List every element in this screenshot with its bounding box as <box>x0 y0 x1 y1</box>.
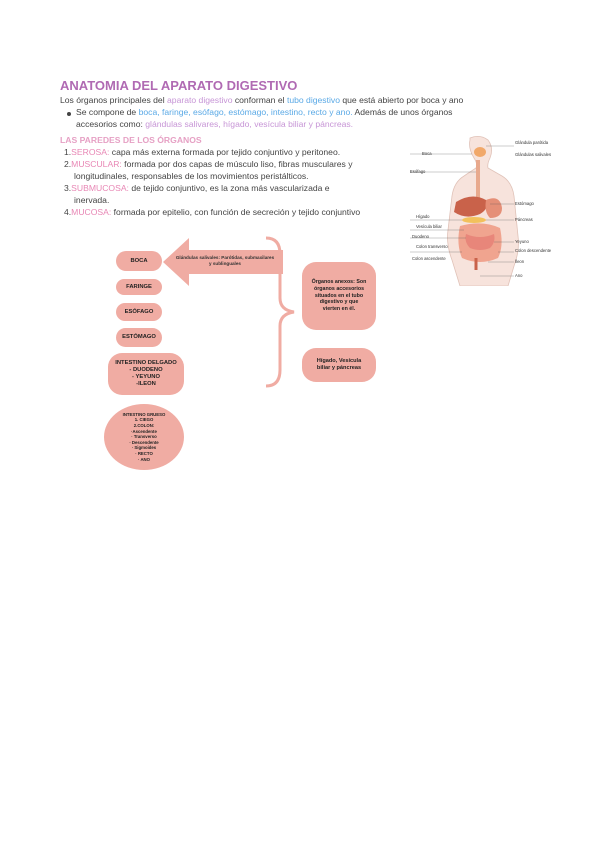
node-organos-anexos: Órganos anexos: Son órganos accesorios s… <box>302 262 376 330</box>
item-number: 1. <box>64 147 72 157</box>
bullet-text: accesorios como: <box>76 119 146 129</box>
label-colon-transverso: Colon transverso <box>416 244 448 249</box>
intestino-delgado-item: - DUODENO <box>129 367 163 373</box>
body-silhouette-icon <box>410 136 519 287</box>
intestino-grueso-item: · Descendente <box>129 439 159 445</box>
label-esofago: Esófago <box>410 169 426 174</box>
intro-highlight-tubo: tubo digestivo <box>286 95 340 105</box>
intro-text: que está abierto por boca y ano <box>339 95 464 105</box>
label-ileon: Íleon <box>515 259 525 264</box>
label-pancreas: Páncreas <box>515 217 533 222</box>
arrow-salivales-text: Glándulas salivales: Parótidas, submaxil… <box>175 255 275 266</box>
intestino-grueso-item: · ANO <box>137 456 150 462</box>
intro-paragraph: Los órganos principales del aparato dige… <box>60 95 463 107</box>
bullet-organs-list: boca, faringe, esófago, estómago, intest… <box>138 107 353 117</box>
walls-item-1: 1.SEROSA: capa más externa formada por t… <box>64 147 340 159</box>
organos-anexos-line: digestivo y que <box>319 299 359 306</box>
intestino-grueso-item: · RECTO <box>135 450 153 456</box>
intestino-grueso-item: · Sigmoides <box>131 445 157 451</box>
intestino-grueso-item: · Transverso <box>131 434 157 440</box>
item-text: capa más externa formada por tejido conj… <box>109 147 341 157</box>
item-number: 2. <box>64 159 72 169</box>
label-duodeno: Duodeno <box>412 234 429 239</box>
item-key: SUBMUCOSA: <box>71 183 129 193</box>
walls-heading: LAS PAREDES DE LOS ÓRGANOS <box>60 135 202 145</box>
bullet-dot <box>67 112 71 116</box>
intestino-delgado-item: - YEYUNO <box>132 374 160 380</box>
item-key: SEROSA: <box>71 147 110 157</box>
label-vesicula: Vesícula biliar <box>416 224 442 229</box>
node-intestino-grueso: INTESTINO GRUESO 1. CIEGO 2.COLON: ·Asce… <box>104 404 184 470</box>
bullet-accessory-list: glándulas salivares, hígado, vesícula bi… <box>145 119 354 129</box>
bullet-accessory: accesorios como: glándulas salivares, hí… <box>76 119 353 131</box>
arrow-left-icon <box>163 238 283 286</box>
intestino-grueso-item: ·Ascendente <box>131 428 157 434</box>
intro-text: conforman el <box>232 95 287 105</box>
label-yeyuno: Yeyuno <box>515 239 529 244</box>
label-colon-descendente: Colon descendente <box>515 248 552 253</box>
intro-highlight-aparato: aparato digestivo <box>167 95 233 105</box>
page-title: ANATOMIA DEL APARATO DIGESTIVO <box>60 78 298 93</box>
item-number: 4. <box>64 207 72 217</box>
organos-anexos-line: órganos accesorios <box>313 285 365 292</box>
node-boca: BOCA <box>116 251 162 271</box>
intestino-grueso-item: 1. CIEGO <box>134 417 154 423</box>
item-key: MUCOSA: <box>71 207 112 217</box>
bullet-text: Se compone de <box>76 107 139 117</box>
label-boca: Boca <box>422 151 432 156</box>
intestino-delgado-item: -ILEON <box>136 381 156 387</box>
label-estomago: Estómago <box>515 201 534 206</box>
label-ano: Ano <box>515 273 523 278</box>
label-colon-ascendente: Colon ascendente <box>412 256 446 261</box>
bullet-text: Además de unos órganos <box>352 107 453 117</box>
organos-anexos-line: vierten en él. <box>322 306 356 313</box>
item-key: MUSCULAR: <box>71 159 122 169</box>
intestino-grueso-title: INTESTINO GRUESO <box>122 411 166 417</box>
intestino-delgado-title: INTESTINO DELGADO <box>115 360 177 366</box>
walls-item-4: 4.MUCOSA: formada por epitelio, con func… <box>64 207 360 219</box>
item-text: de tejido conjuntivo, es la zona más vas… <box>128 183 330 193</box>
label-glandulas-salivales: Glándulas salivales <box>515 152 552 157</box>
curly-bracket-icon <box>265 236 295 388</box>
label-higado: Hígado <box>416 214 430 219</box>
node-estomago: ESTÓMAGO <box>116 328 162 347</box>
walls-item-2: 2.MUSCULAR: formada por dos capas de mús… <box>64 159 353 171</box>
node-esofago: ESÓFAGO <box>116 303 162 321</box>
node-higado: Hígado, Vesícula biliar y páncreas <box>302 348 376 382</box>
walls-item-2-cont: longitudinales, responsables de los movi… <box>74 171 309 181</box>
higado-line: biliar y páncreas <box>316 365 362 371</box>
item-text: formada por dos capas de músculo liso, f… <box>121 159 353 169</box>
item-number: 3. <box>64 183 72 193</box>
organos-anexos-line: Órganos anexos: Son <box>311 279 367 285</box>
walls-item-3: 3.SUBMUCOSA: de tejido conjuntivo, es la… <box>64 183 330 195</box>
intro-text: Los órganos principales del <box>60 95 168 105</box>
digestive-system-figure: Boca Esófago Hígado Vesícula biliar Duod… <box>410 134 552 287</box>
node-intestino-delgado: INTESTINO DELGADO - DUODENO - YEYUNO -IL… <box>108 353 184 395</box>
item-text: formada por epitelio, con función de sec… <box>111 207 361 217</box>
intestino-grueso-item: 2.COLON: <box>133 423 155 429</box>
node-faringe: FARINGE <box>116 279 162 295</box>
walls-item-3-cont: inervada. <box>74 195 110 205</box>
organos-anexos-line: situados en el tubo <box>314 292 364 299</box>
bullet-organs: Se compone de boca, faringe, esófago, es… <box>76 107 452 119</box>
higado-line: Hígado, Vesícula <box>316 358 362 364</box>
label-glandula-parotida: Glándula parótida <box>515 140 549 145</box>
